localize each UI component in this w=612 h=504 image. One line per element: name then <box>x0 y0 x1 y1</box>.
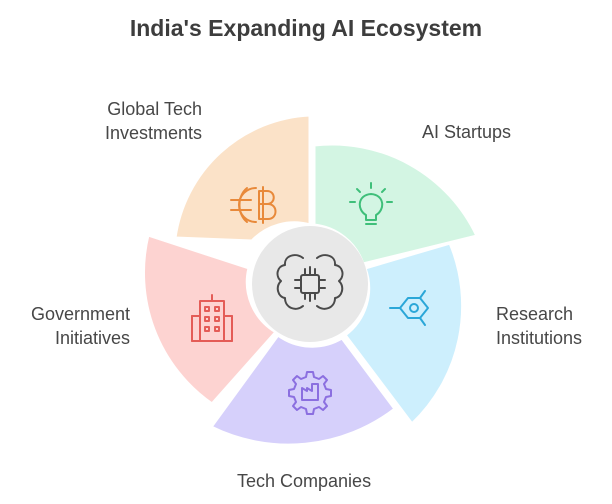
label-line: Global Tech <box>107 99 202 119</box>
label-research: Research Institutions <box>496 302 582 350</box>
label-line: Government <box>30 304 130 324</box>
diagram-title: India's Expanding AI Ecosystem <box>129 15 483 41</box>
label-global-tech: Global Tech Investments <box>72 97 202 145</box>
label-line: Initiatives <box>54 328 130 348</box>
center-hub <box>252 226 368 342</box>
label-line: Tech Companies <box>237 471 372 491</box>
segment-research <box>342 241 465 427</box>
globe-baht-icon <box>230 186 277 224</box>
lightbulb-icon <box>349 182 393 225</box>
label-line: Investments <box>104 123 202 143</box>
label-government: Government Initiatives <box>0 302 130 350</box>
label-ai-startups: AI Startups <box>422 120 511 144</box>
label-line: AI Startups <box>422 122 512 142</box>
label-line: Institutions <box>496 328 583 348</box>
label-tech-companies: Tech Companies <box>237 469 371 493</box>
government-building-icon <box>191 294 233 342</box>
label-line: Research <box>496 304 574 324</box>
brain-chip-icon <box>276 254 344 310</box>
factory-gear-icon <box>288 371 332 415</box>
molecule-icon <box>389 290 429 326</box>
